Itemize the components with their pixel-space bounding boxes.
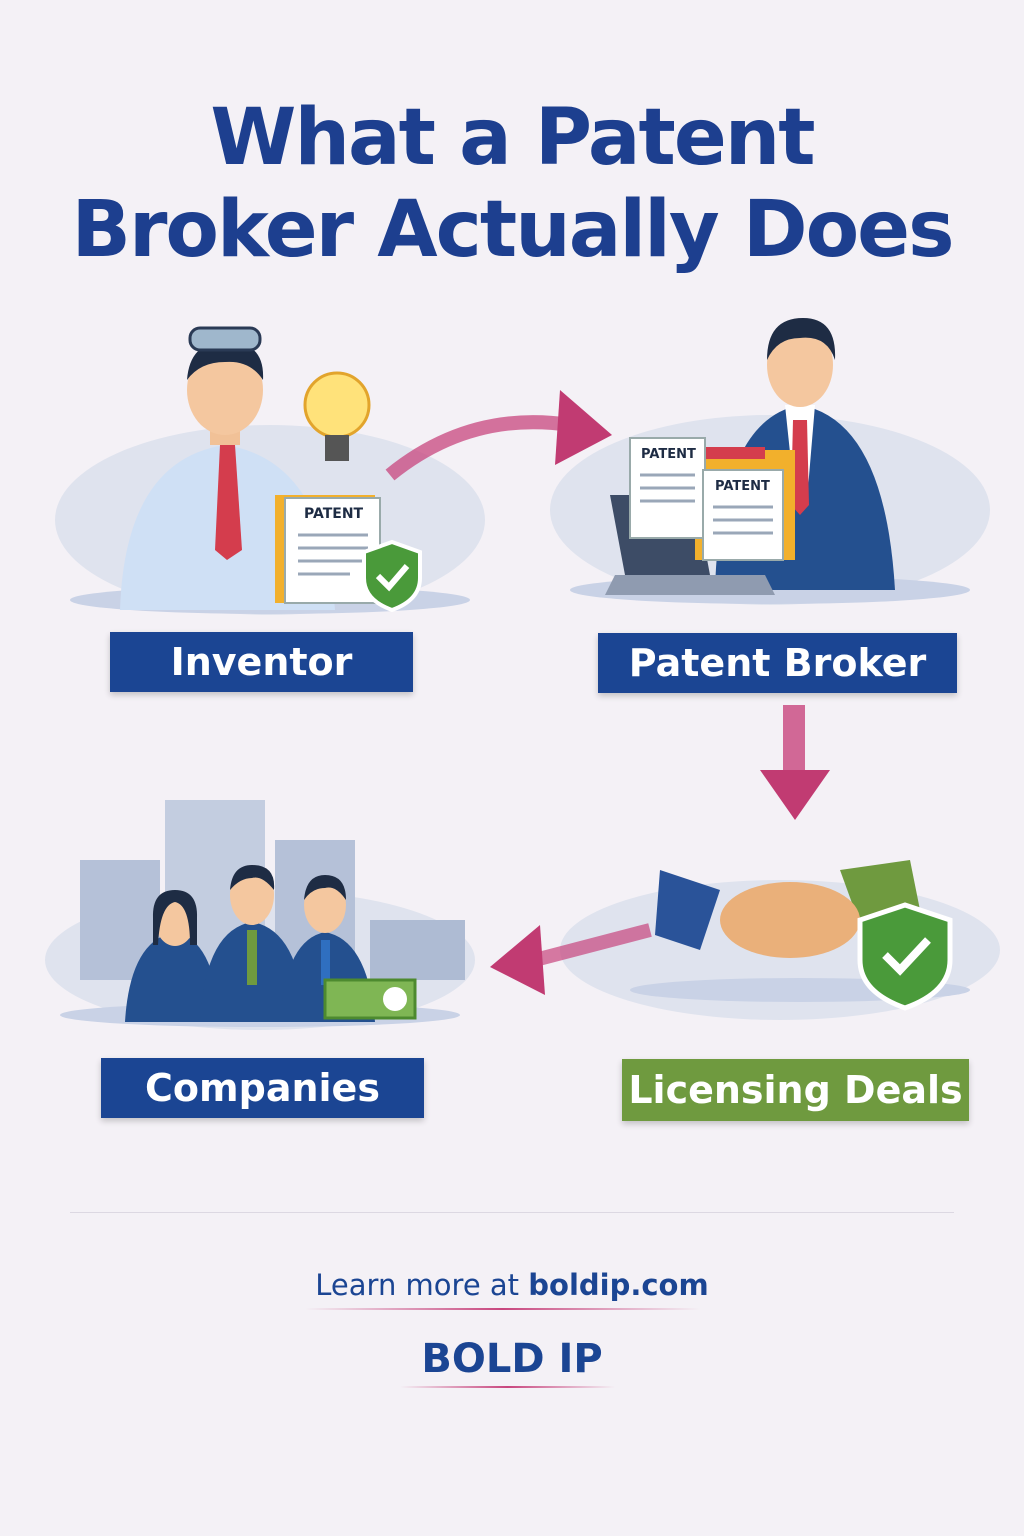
step-label-licensing-deals: Licensing Deals <box>622 1059 969 1121</box>
money-icon <box>323 978 417 1020</box>
patent-document-icon: PATENT <box>275 495 381 604</box>
underline <box>305 1308 700 1310</box>
arrow-left-icon <box>490 923 652 995</box>
page-title: What a Patent Broker Actually Does <box>0 92 1024 276</box>
divider <box>70 1212 954 1213</box>
title-line-2: Broker Actually Does <box>71 185 955 275</box>
title-line-1: What a Patent <box>210 93 815 183</box>
factory-icon <box>370 920 465 980</box>
underline <box>400 1386 615 1388</box>
arrow-down-icon <box>760 705 830 820</box>
broker-illustration: PATENT PATENT <box>550 318 990 605</box>
handshake-illustration <box>560 860 1000 1020</box>
svg-text:PATENT: PATENT <box>715 479 770 494</box>
patent-document-icon: PATENT <box>702 469 784 561</box>
shield-check-icon <box>857 902 953 1011</box>
website-link[interactable]: boldip.com <box>528 1268 709 1302</box>
arrow-right-icon <box>385 390 612 481</box>
step-label-companies: Companies <box>101 1058 424 1118</box>
learn-more-text: Learn more at boldip.com <box>315 1268 709 1302</box>
patent-document-icon: PATENT <box>629 437 706 539</box>
people-icon <box>125 865 375 1022</box>
brand-logo: BOLD IP <box>421 1336 603 1382</box>
step-label-inventor: Inventor <box>110 632 413 692</box>
svg-text:PATENT: PATENT <box>304 506 364 522</box>
step-label-patent-broker: Patent Broker <box>598 633 957 693</box>
companies-illustration <box>45 800 475 1030</box>
shield-check-icon <box>362 539 422 613</box>
svg-text:PATENT: PATENT <box>641 447 696 462</box>
inventor-illustration: PATENT <box>55 326 485 615</box>
lightbulb-icon <box>303 371 371 461</box>
handshake-icon <box>720 882 860 958</box>
